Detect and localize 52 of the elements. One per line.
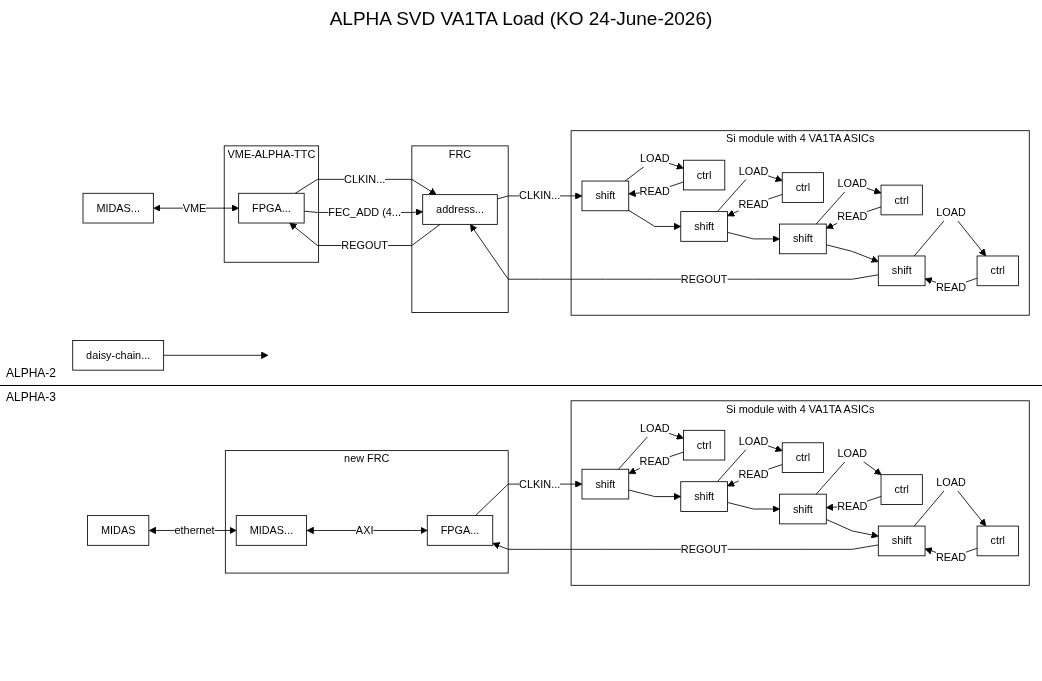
edge-label: LOAD	[936, 476, 966, 489]
edge-label: LOAD	[639, 152, 670, 165]
edge-label: REGOUT	[680, 272, 728, 286]
edge-label: CLKIN...	[519, 189, 561, 202]
node-box: ctrl	[781, 172, 824, 203]
edge-label: LOAD	[936, 205, 966, 219]
edge-label: FEC_ADD (4...	[328, 205, 401, 219]
node-box: shift	[877, 255, 926, 287]
node-box: ctrl	[976, 255, 1019, 287]
node-box: ctrl	[683, 429, 726, 461]
node-box: MIDAS	[87, 515, 150, 546]
edge-label: READ	[935, 280, 967, 294]
node-box: shift	[877, 525, 926, 557]
node-box: shift	[581, 468, 630, 500]
node-box: shift	[779, 493, 827, 525]
edge-label: VME	[182, 201, 207, 215]
edge-label: CLKIN...	[519, 477, 561, 491]
edge-label: REGOUT	[341, 239, 388, 252]
edge-label: LOAD	[837, 176, 868, 190]
section-label: ALPHA-2	[6, 366, 57, 380]
node-box: shift	[680, 481, 728, 512]
edge-label: LOAD	[738, 434, 769, 448]
edge-label: AXI	[355, 523, 374, 537]
diagram-title: ALPHA SVD VA1TA Load (KO 24-June-2026)	[329, 8, 713, 30]
node-box: ctrl	[683, 159, 726, 191]
edge-label: READ	[738, 467, 769, 481]
edge-label: READ	[738, 197, 769, 211]
node-box: daisy-chain...	[72, 340, 165, 371]
node-box: shift	[581, 180, 630, 212]
node-box: ctrl	[781, 442, 824, 473]
node-box: ctrl	[976, 525, 1019, 557]
node-box: shift	[680, 211, 728, 242]
node-box: address...	[422, 194, 498, 225]
node-box: FPGA...	[426, 515, 494, 546]
edge-label: CLKIN...	[344, 172, 386, 186]
node-box: shift	[779, 223, 827, 255]
node-box: MIDAS...	[235, 515, 307, 546]
edge-label: REGOUT	[680, 542, 728, 556]
section-label: ALPHA-3	[6, 390, 57, 404]
edge-label: READ	[639, 455, 670, 468]
edge-label: READ	[935, 550, 967, 564]
edge-label: LOAD	[738, 164, 769, 178]
node-box: FPGA...	[238, 192, 305, 224]
edge-label: LOAD	[837, 447, 868, 460]
edge-label: LOAD	[639, 422, 670, 435]
node-box: MIDAS...	[82, 192, 154, 224]
node-box: ctrl	[880, 474, 923, 505]
edge-label: READ	[837, 210, 868, 223]
edge-label: READ	[837, 499, 868, 513]
node-box: ctrl	[880, 184, 923, 216]
edge-label: READ	[639, 185, 670, 198]
edge-label: ethernet	[174, 523, 215, 537]
